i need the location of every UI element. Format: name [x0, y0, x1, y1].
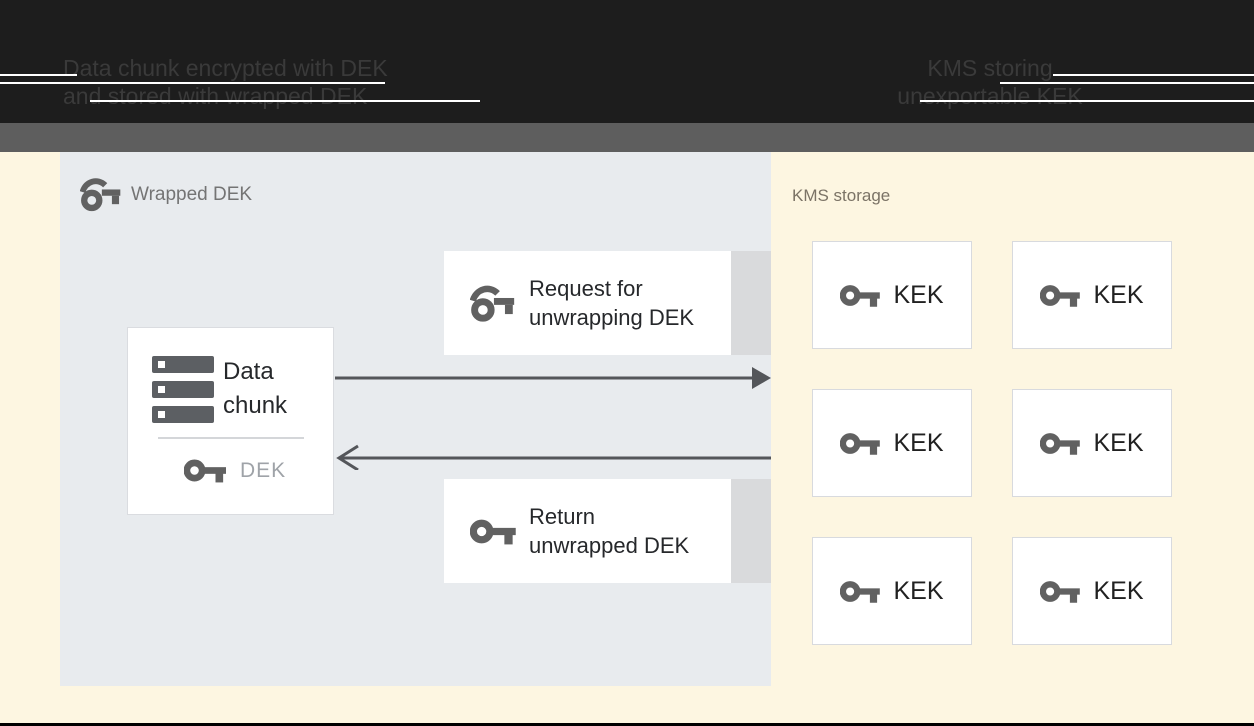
request-line2: unwrapping DEK	[529, 305, 695, 330]
diagram-caption-left: Data chunk encrypted with DEK and stored…	[63, 54, 388, 110]
request-strip	[731, 251, 771, 355]
diagram-caption-right: KMS storing unexportable KEK	[840, 54, 1140, 110]
artifact-line	[920, 100, 1254, 102]
key-icon	[840, 432, 881, 455]
return-box: Return unwrapped DEK	[444, 479, 731, 583]
server-stack-icon	[152, 355, 214, 423]
divider	[158, 437, 304, 439]
kek-box: KEK	[812, 241, 972, 349]
return-inner: Return unwrapped DEK	[444, 502, 689, 560]
artifact-line	[90, 100, 480, 102]
panel-header: Wrapped DEK	[80, 176, 252, 213]
key-icon	[840, 284, 881, 307]
request-arrowhead-icon	[752, 367, 771, 389]
key-icon	[1040, 284, 1081, 307]
kek-label: KEK	[1093, 280, 1144, 309]
return-strip	[731, 479, 771, 583]
return-line2: unwrapped DEK	[529, 533, 690, 558]
kek-box: KEK	[1012, 241, 1172, 349]
request-inner: Request for unwrapping DEK	[444, 274, 694, 332]
data-chunk-line2: chunk	[223, 392, 288, 419]
kek-label: KEK	[1093, 576, 1144, 605]
caption-right-line1: KMS storing	[927, 55, 1053, 81]
header-gray-bar	[0, 123, 1254, 152]
request-label: Request for unwrapping DEK	[529, 274, 694, 332]
data-chunk-box: Data chunk DEK	[127, 327, 334, 515]
kek-label: KEK	[893, 280, 944, 309]
caption-left-line2: and stored with wrapped DEK	[63, 83, 368, 109]
key-icon	[840, 580, 881, 603]
wrapped-key-icon	[470, 285, 515, 322]
key-icon	[1040, 580, 1081, 603]
request-return-arrows	[335, 367, 771, 470]
dek-row: DEK	[184, 456, 286, 485]
return-arrowhead-icon	[336, 444, 359, 470]
caption-left-line1: Data chunk encrypted with DEK	[63, 55, 388, 81]
request-box: Request for unwrapping DEK	[444, 251, 731, 355]
return-label: Return unwrapped DEK	[529, 502, 689, 560]
artifact-line	[0, 82, 385, 84]
kek-box: KEK	[1012, 537, 1172, 645]
return-line1: Return	[529, 504, 596, 529]
header-band	[0, 0, 1254, 123]
kek-label: KEK	[893, 428, 944, 457]
dek-label: DEK	[240, 458, 287, 482]
kms-storage-title: KMS storage	[792, 186, 891, 205]
bottom-border	[0, 723, 1254, 726]
key-icon	[1040, 432, 1081, 455]
kek-label: KEK	[1093, 428, 1144, 457]
key-icon	[470, 519, 516, 544]
key-icon	[184, 459, 226, 483]
kek-label: KEK	[893, 576, 944, 605]
artifact-line	[1000, 82, 1254, 84]
request-line1: Request for	[529, 276, 643, 301]
wrapped-key-icon	[80, 178, 121, 212]
artifact-line	[0, 74, 77, 76]
data-chunk-row: Data chunk	[152, 355, 287, 423]
kek-box: KEK	[812, 389, 972, 497]
caption-right-line2: unexportable KEK	[897, 83, 1083, 109]
panel-title: Wrapped DEK	[131, 183, 253, 205]
data-chunk-line1: Data	[223, 358, 274, 385]
data-chunk-label: Data chunk	[223, 355, 287, 423]
kek-box: KEK	[812, 537, 972, 645]
artifact-line	[1053, 74, 1254, 76]
kek-box: KEK	[1012, 389, 1172, 497]
